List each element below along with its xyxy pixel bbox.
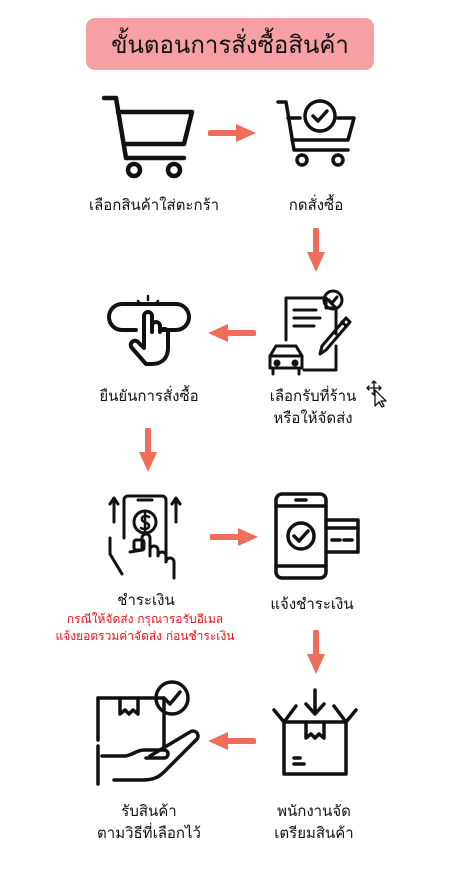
step-label-line1: เลือกรับที่ร้าน — [269, 387, 357, 405]
arrow-down-icon — [305, 629, 327, 680]
mobile-payment-icon — [106, 494, 188, 580]
arrow-left-icon — [206, 730, 257, 756]
hand-package-icon — [94, 680, 206, 788]
payment-note-line2: แจ้งยอดรวมค่าจัดส่ง ก่อนชำระเงิน — [55, 629, 235, 643]
step-label-prepare-goods: พนักงานจัด เตรียมสินค้า — [244, 800, 384, 844]
page-title: ขั้นตอนการสั่งซื้อสินค้า — [111, 30, 349, 59]
step-label-line1: รับสินค้า — [121, 802, 177, 820]
shopping-cart-icon — [100, 92, 196, 182]
step-label-notify-payment: แจ้งชำระเงิน — [270, 595, 354, 613]
step-label-line2: เตรียมสินค้า — [274, 824, 354, 842]
step-label-line2: ตามวิธีที่เลือกไว้ — [97, 824, 201, 842]
arrow-right-icon — [207, 122, 258, 148]
step-label-choose-pickup: เลือกรับที่ร้าน หรือให้จัดส่ง — [238, 385, 388, 429]
arrow-right-icon — [209, 526, 260, 552]
title-banner: ขั้นตอนการสั่งซื้อสินค้า — [86, 18, 374, 70]
move-cursor-icon — [365, 380, 389, 412]
step-label-place-order: กดสั่งซื้อ — [288, 196, 344, 214]
arrow-down-icon — [305, 227, 327, 278]
arrow-left-icon — [206, 322, 257, 348]
tap-button-icon — [106, 294, 192, 366]
step-label-line1: พนักงานจัด — [277, 802, 351, 820]
step-label-select-product: เลือกสินค้าใส่ตะกร้า — [88, 196, 220, 214]
cart-check-icon — [276, 96, 358, 170]
step-label-line2: หรือให้จัดส่ง — [273, 409, 353, 427]
phone-card-icon — [274, 492, 360, 582]
delivery-form-icon — [268, 288, 356, 378]
step-label-payment: ชำระเงิน — [117, 591, 175, 609]
step-label-confirm-order: ยืนยันการสั่งซื้อ — [99, 387, 199, 405]
payment-note: กรณีให้จัดส่ง กรุณารอรับอีเมล แจ้งยอดรวม… — [20, 611, 270, 645]
payment-note-line1: กรณีให้จัดส่ง กรุณารอรับอีเมล — [66, 612, 224, 626]
arrow-down-icon — [137, 427, 159, 478]
step-label-receive-goods: รับสินค้า ตามวิธีที่เลือกไว้ — [64, 800, 234, 844]
package-box-icon — [270, 688, 360, 778]
